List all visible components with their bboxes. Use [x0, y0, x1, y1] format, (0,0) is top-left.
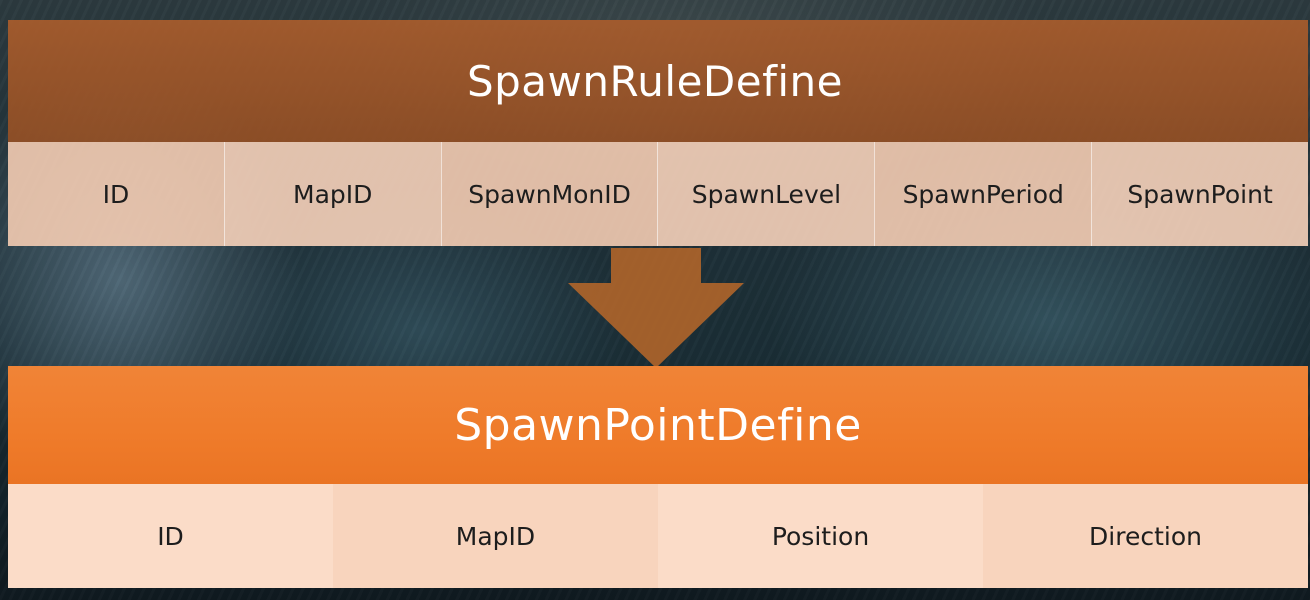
rule-field-spawnperiod: SpawnPeriod	[874, 142, 1092, 246]
spawn-point-define-fields: ID MapID Position Direction	[8, 484, 1308, 588]
spawn-rule-define-fields: ID MapID SpawnMonID SpawnLevel SpawnPeri…	[8, 142, 1308, 246]
rule-field-spawnpoint: SpawnPoint	[1091, 142, 1308, 246]
point-field-mapid: MapID	[333, 484, 658, 588]
rule-field-id: ID	[8, 142, 224, 246]
point-field-direction: Direction	[983, 484, 1308, 588]
point-field-id: ID	[8, 484, 333, 588]
rule-field-spawnmonid: SpawnMonID	[440, 142, 658, 246]
spawn-point-define-header: SpawnPointDefine	[8, 366, 1308, 484]
rule-field-spawnlevel: SpawnLevel	[657, 142, 875, 246]
spawn-rule-define-header: SpawnRuleDefine	[8, 20, 1308, 142]
spawn-point-define-title: SpawnPointDefine	[454, 399, 862, 451]
spawn-rule-define-title: SpawnRuleDefine	[466, 56, 844, 106]
rule-field-mapid: MapID	[223, 142, 441, 246]
point-field-position: Position	[658, 484, 983, 588]
